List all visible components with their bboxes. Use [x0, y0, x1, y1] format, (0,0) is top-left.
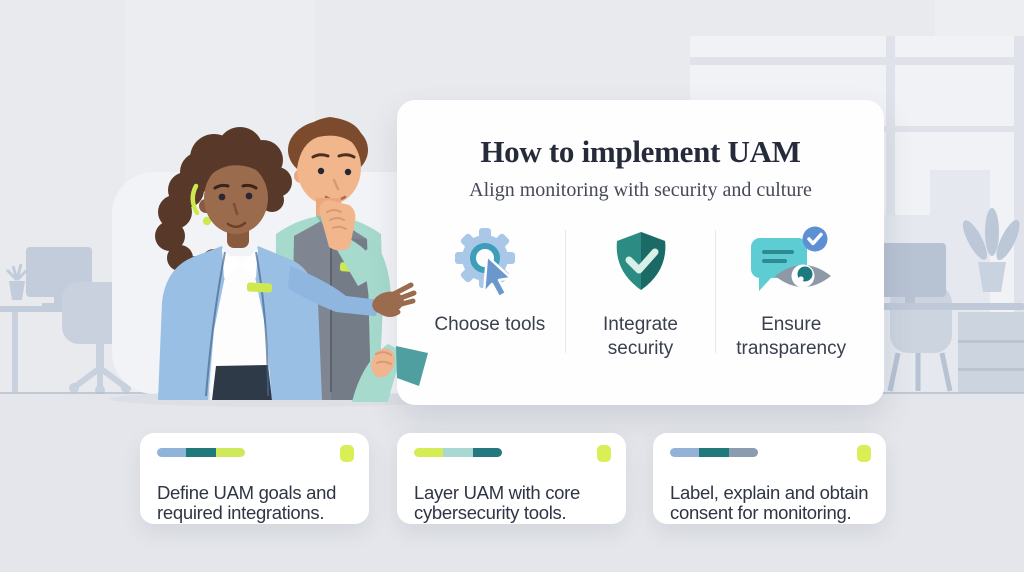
monitor-right: [876, 243, 946, 297]
progress-bar: [414, 448, 502, 457]
card-text: Layer UAM with core cybersecurity tools.: [414, 481, 580, 524]
step-label: Choose tools: [434, 314, 546, 335]
step-label: Integrate security: [603, 314, 678, 359]
steps-row: Choose tools Integrate security: [397, 226, 884, 361]
divider: [715, 230, 717, 353]
accent-chip: [340, 445, 354, 462]
step-label: Ensure transparency: [736, 314, 847, 359]
woman-skirt: [212, 365, 272, 400]
chair-legs: [887, 352, 953, 392]
info-card-layer-uam: Layer UAM with core cybersecurity tools.: [397, 433, 626, 524]
step-integrate-security: Integrate security: [566, 226, 716, 361]
divider: [564, 230, 566, 353]
man-chin-hand: [319, 200, 356, 251]
step-choose-tools: Choose tools: [415, 226, 565, 361]
gear-cursor-icon: [450, 226, 530, 300]
accent-chip: [857, 445, 871, 462]
step-ensure-transparency: Ensure transparency: [716, 226, 866, 361]
chat-eye-icon: [741, 226, 841, 300]
main-card: How to implement UAM Align monitoring wi…: [397, 100, 884, 405]
shield-check-icon: [601, 226, 681, 300]
woman-shirt: [210, 256, 270, 400]
page-title: How to implement UAM: [480, 134, 801, 169]
progress-bar: [670, 448, 758, 457]
page-subtitle: Align monitoring with security and cultu…: [469, 179, 812, 201]
card-text: Label, explain and obtain consent for mo…: [670, 481, 869, 524]
card-text: Define UAM goals and required integratio…: [157, 481, 337, 524]
office-desk-right: [838, 208, 1024, 393]
woman-blazer-left: [158, 246, 228, 400]
plant-left: [5, 263, 29, 300]
plant-right: [962, 208, 1020, 292]
earring: [202, 216, 212, 226]
info-card-define-goals: Define UAM goals and required integratio…: [140, 433, 369, 524]
hair-accent: [190, 183, 200, 216]
drawer-unit: [958, 312, 1024, 393]
info-card-consent: Label, explain and obtain consent for mo…: [653, 433, 886, 524]
woman-badge: [246, 282, 273, 293]
accent-chip: [597, 445, 611, 462]
progress-bar: [157, 448, 245, 457]
person-woman: [155, 127, 378, 400]
